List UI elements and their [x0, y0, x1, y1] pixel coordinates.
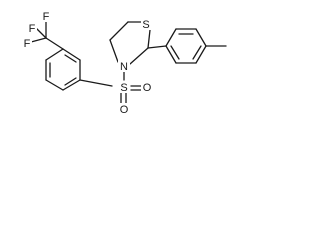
atom-s-ring: S	[142, 19, 149, 31]
ring-bond	[129, 47, 149, 65]
ring-double-bond	[192, 45, 202, 60]
atom-label-bg	[141, 81, 153, 93]
atom-label-bg	[118, 103, 130, 115]
bond-c-f2	[35, 27, 47, 39]
ring-bond	[195, 45, 207, 64]
chemical-structure: F F F S N S O O	[22, 10, 227, 116]
trifluoromethyl-group	[30, 19, 64, 50]
ring-bond	[109, 21, 129, 41]
atom-n-ring: N	[120, 61, 128, 73]
atom-label-bg	[22, 37, 32, 49]
bond-c-f3	[30, 37, 47, 43]
benzene-ring-cf3	[45, 48, 81, 91]
atom-s-sulfonyl: S	[120, 82, 127, 94]
atom-label-bg	[27, 22, 37, 34]
atom-label-bg	[141, 18, 152, 30]
ring-bond	[45, 79, 64, 91]
ring-bond	[195, 28, 207, 47]
ring-double-bond	[64, 77, 77, 86]
ring-bond	[147, 29, 151, 49]
thiazolidine-ring	[109, 21, 151, 65]
ring-bond	[109, 39, 119, 63]
bond-c2-to-tolyl	[147, 45, 167, 49]
atom-f2: F	[29, 23, 36, 35]
atom-f1: F	[43, 11, 50, 23]
ring-double-bond	[64, 54, 77, 63]
atom-labels: F F F S N S O O	[22, 10, 153, 116]
atom-o1: O	[120, 104, 129, 116]
ring-bond	[165, 45, 177, 64]
ring-bond	[62, 48, 81, 61]
atom-o2: O	[143, 82, 152, 94]
sulfonyl-group	[120, 71, 143, 105]
bond-c-cf3-to-ring	[45, 37, 64, 50]
ring-bond	[45, 48, 64, 61]
ring-bond	[62, 79, 81, 91]
tolyl-ring	[165, 28, 207, 64]
atom-label-bg	[118, 60, 130, 72]
atom-f3: F	[24, 38, 31, 50]
ring-double-bond	[170, 45, 180, 60]
atom-label-bg	[118, 81, 130, 93]
bond-aryl-to-sulfonyl	[79, 79, 113, 87]
atom-label-bg	[41, 10, 51, 22]
ring-bond	[165, 28, 177, 47]
